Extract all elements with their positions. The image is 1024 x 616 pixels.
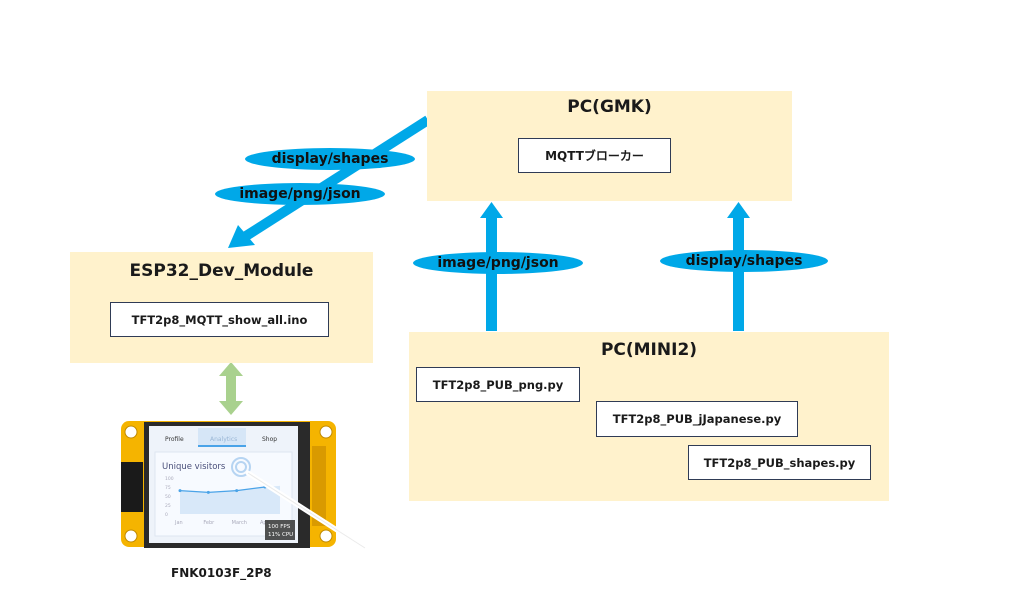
node-mqtt-show-all-ino[interactable]: TFT2p8_MQTT_show_all.ino [110,302,329,337]
edge-label-display-shapes: display/shapes [660,250,828,272]
screen-chart-line [179,486,266,494]
edge-label-image-png-json: image/png/json [413,252,583,274]
node-pub-shapes[interactable]: TFT2p8_PUB_shapes.py [688,445,871,480]
screen-chart-area [180,485,280,514]
device-label: FNK0103F_2P8 [171,566,272,580]
screen-y-tick: 100 [165,476,174,482]
screen-x-tick: Apr [260,520,270,526]
group-title: ESP32_Dev_Module [129,261,314,281]
group-esp32: ESP32_Dev_Module TFT2p8_MQTT_show_all.in… [70,252,373,363]
screen-fps: 100 FPS [268,524,291,530]
screen-y-tick: 25 [165,503,171,509]
group-pc-gmk: PC(GMK) MQTTブローカー [427,91,792,201]
screen-y-tick: 75 [165,485,171,491]
screen-y-tick: 50 [165,494,171,500]
edge-label-display-shapes: display/shapes [245,148,415,170]
device-connector [121,462,143,512]
screen-chart-point [235,489,239,493]
screen-x-tick: Febr [203,520,215,526]
screen-tab-shop: Shop [262,436,277,443]
screen-x-tick: Jan [174,520,183,526]
screen-tab-profile: Profile [165,436,184,443]
group-title: PC(GMK) [567,97,652,117]
arrow-mini2-to-gmk-shapes [727,202,750,331]
edge-label-image-png-json: image/png/json [215,183,385,205]
node-pub-png[interactable]: TFT2p8_PUB_png.py [416,367,580,402]
node-mqtt-broker[interactable]: MQTTブローカー [518,138,671,173]
arrow-esp32-device [219,362,243,415]
arrow-mini2-to-gmk-png [480,202,503,331]
screen-chart-title: Unique visitors [162,462,226,472]
arrow-gmk-to-esp32 [228,115,431,248]
screen-chart-point [206,490,210,494]
group-title: PC(MINI2) [600,340,698,360]
screen-chart-point [178,489,182,493]
screen-cpu: 11% CPU [268,532,293,538]
screen-tab-analytics: Analytics [210,436,237,443]
node-pub-japanese[interactable]: TFT2p8_PUB_jJapanese.py [596,401,798,437]
group-pc-mini2: PC(MINI2) TFT2p8_PUB_png.py TFT2p8_PUB_j… [409,332,889,501]
screen-y-tick: 0 [165,512,168,518]
screen-x-tick: March [232,520,247,526]
